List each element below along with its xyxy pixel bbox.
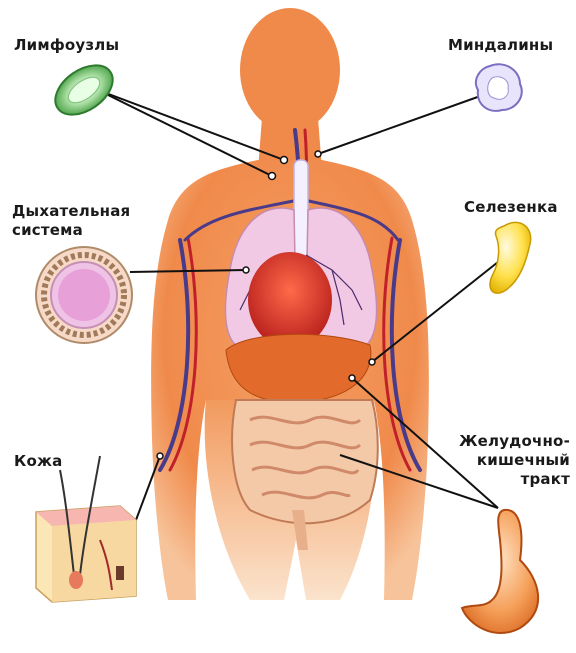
label-skin: Кожа: [14, 452, 62, 471]
label-gi-line2: кишечный: [446, 451, 570, 470]
label-gi-line3: тракт: [446, 470, 570, 489]
lymph-node-icon: [46, 55, 121, 124]
label-respiratory-line1: Дыхательная: [12, 202, 130, 221]
label-respiratory-line2: система: [12, 221, 130, 240]
stomach-icon: [462, 510, 538, 633]
label-respiratory-system: Дыхательная система: [12, 202, 130, 240]
skin-section-icon: [36, 456, 136, 602]
trachea: [294, 160, 308, 260]
label-gi-line1: Желудочно-: [446, 432, 570, 451]
spleen-icon: [490, 222, 531, 293]
label-lymph-nodes: Лимфоузлы: [14, 36, 119, 55]
label-gi-tract: Желудочно- кишечный тракт: [446, 432, 570, 489]
tonsil-icon: [476, 64, 522, 111]
label-tonsils: Миндалины: [448, 36, 553, 55]
heart: [248, 252, 332, 348]
label-spleen: Селезенка: [464, 198, 558, 217]
bronchus-cross-section-icon: [36, 247, 132, 343]
